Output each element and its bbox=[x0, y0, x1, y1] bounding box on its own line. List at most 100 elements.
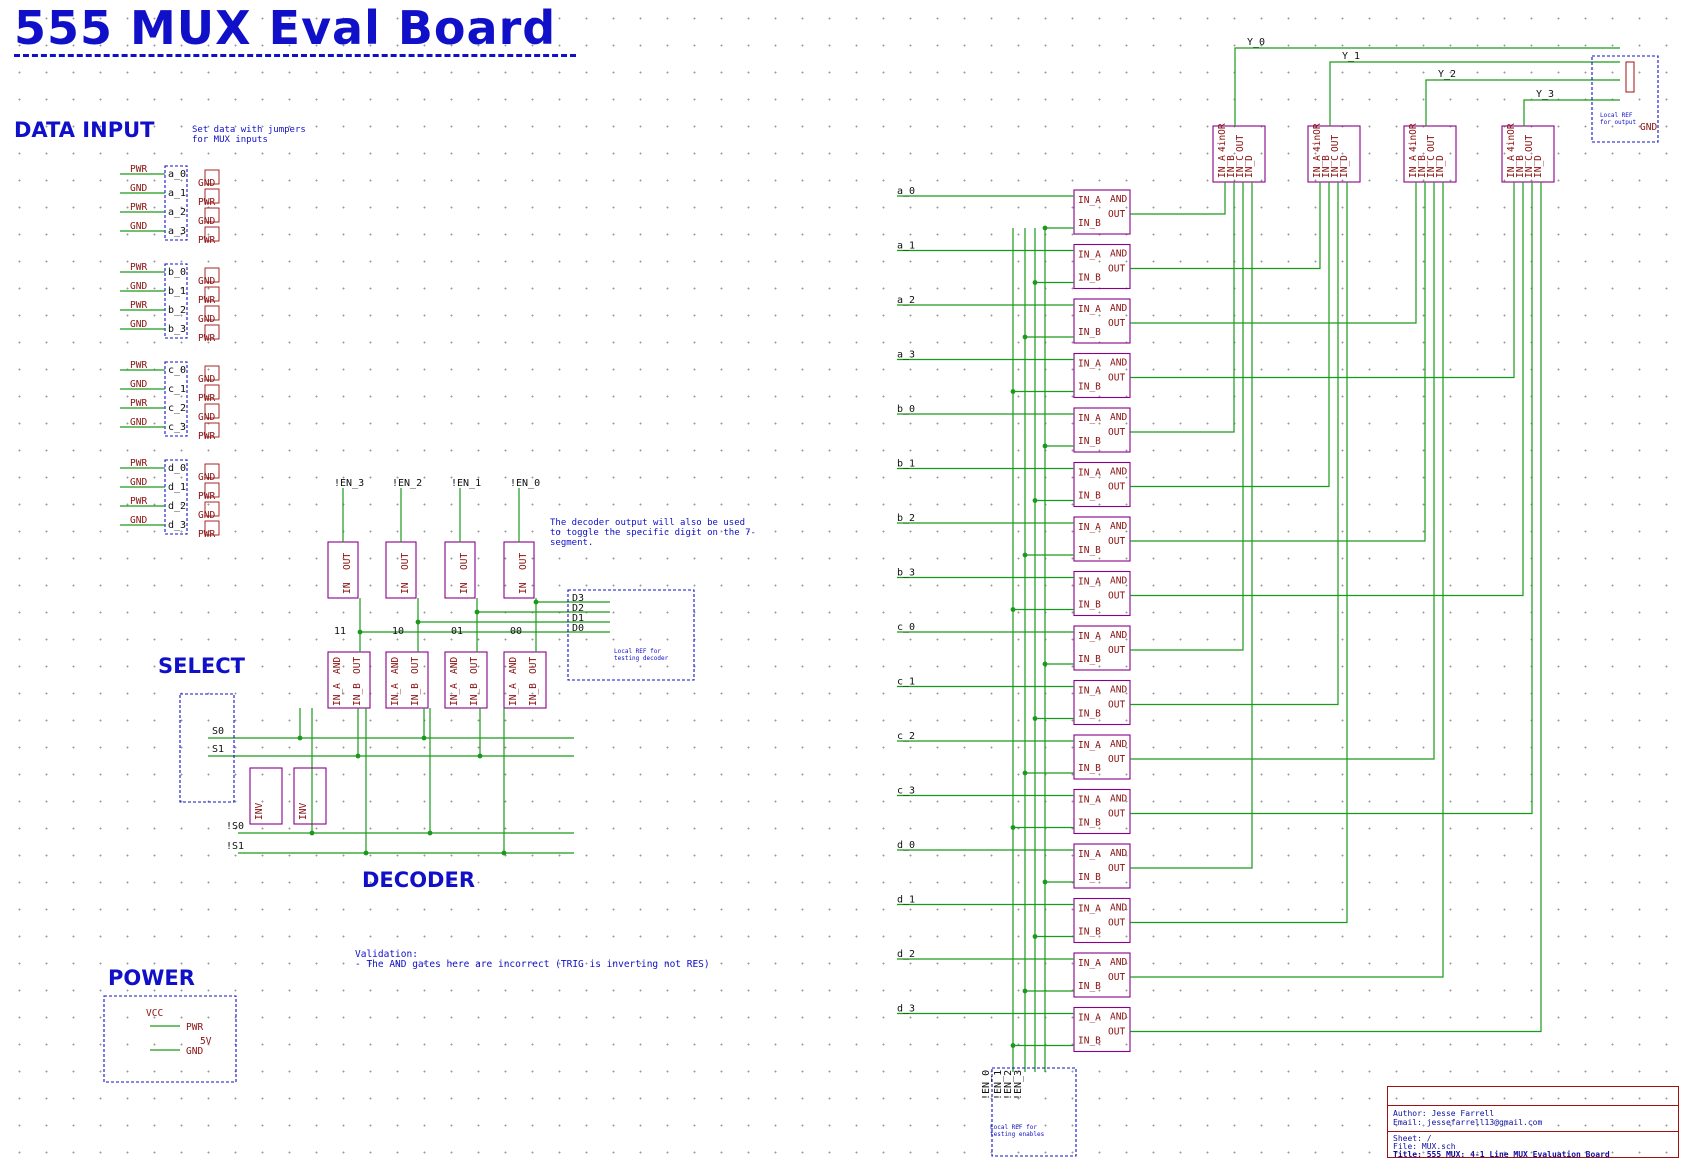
or-gate bbox=[1403, 125, 1457, 183]
input-net-label: d_1 bbox=[897, 895, 915, 906]
and-gate-pin-label: IN_A bbox=[1078, 304, 1101, 315]
jumper-header bbox=[204, 422, 220, 438]
data-input-box bbox=[164, 263, 188, 339]
voltage-label: 5V bbox=[200, 1036, 212, 1047]
and-gate-out-label: OUT bbox=[1108, 427, 1125, 438]
and-gate-type-label: AND bbox=[1110, 957, 1127, 968]
and-gate-pin-label: IN_A bbox=[1078, 1013, 1101, 1024]
input-net-label: d_3 bbox=[897, 1004, 915, 1015]
or-gate-pin-label: IN_B bbox=[1226, 155, 1237, 178]
jumper-header bbox=[204, 403, 220, 419]
gnd-label: GND bbox=[1640, 122, 1657, 133]
jumper-note: Set data with jumpers for MUX inputs bbox=[192, 125, 306, 145]
data-input-box bbox=[164, 459, 188, 535]
decoder-out-net-label: D3 bbox=[572, 593, 584, 604]
buffer-out-label: OUT bbox=[400, 553, 411, 570]
decoder-pin-label: IN_B bbox=[528, 683, 539, 706]
jumper-pin-label: PWR bbox=[130, 300, 147, 311]
or-gate-out-label: OUT bbox=[1524, 135, 1535, 152]
select-inverter-s1 bbox=[293, 767, 327, 825]
decoder-pin-label: IN_A bbox=[390, 683, 401, 706]
jumper-pin-label: PWR bbox=[130, 262, 147, 273]
and-gate-pin-label: IN_B bbox=[1078, 436, 1101, 447]
and-gate-pin-label: IN_B bbox=[1078, 763, 1101, 774]
jumper-header bbox=[204, 305, 220, 321]
data-net-label: a_0 bbox=[168, 169, 186, 180]
or-gate-type-label: 4inOR bbox=[1312, 123, 1323, 152]
decoder-and-label: AND bbox=[332, 657, 343, 674]
and-gate-type-label: AND bbox=[1110, 685, 1127, 696]
jumper-pin-label: PWR bbox=[130, 458, 147, 469]
decoder-test-box bbox=[567, 589, 695, 681]
data-net-label: d_3 bbox=[168, 520, 186, 531]
and-gate-pin-label: IN_B bbox=[1078, 927, 1101, 938]
or-gate-type-label: 4inOR bbox=[1217, 123, 1228, 152]
junction-dot bbox=[474, 609, 480, 615]
and-gate-type-label: AND bbox=[1110, 412, 1127, 423]
data-net-label: d_2 bbox=[168, 501, 186, 512]
decoder-enable-label: !EN_2 bbox=[392, 478, 422, 489]
or-output-wire bbox=[1523, 99, 1620, 126]
input-net-label: c_2 bbox=[897, 731, 915, 742]
decoder-enable-label: !EN_0 bbox=[510, 478, 540, 489]
junction-dot bbox=[297, 735, 303, 741]
jumper-pin-label: PWR bbox=[198, 431, 215, 442]
jumper-pin-label: GND bbox=[130, 515, 147, 526]
power-box bbox=[103, 995, 237, 1083]
and-gate bbox=[1073, 407, 1131, 453]
title-block: Author: Jesse Farrell Email: jessefarrel… bbox=[1387, 1086, 1679, 1159]
jumper-header bbox=[204, 286, 220, 302]
and-output-wire bbox=[1130, 182, 1330, 488]
decoder-and-gate bbox=[385, 651, 429, 709]
and-output-wire bbox=[1130, 182, 1321, 270]
or-gate-pin-label: IN_C bbox=[1426, 155, 1437, 178]
decoder-and-gate bbox=[444, 651, 488, 709]
or-gate bbox=[1501, 125, 1555, 183]
and-gate-pin-label: IN_A bbox=[1078, 468, 1101, 479]
or-gate bbox=[1307, 125, 1361, 183]
and-gate-pin-label: IN_A bbox=[1078, 359, 1101, 370]
junction-dot bbox=[477, 753, 483, 759]
decoder-in-label: 00 bbox=[510, 626, 522, 637]
or-gate-out-label: OUT bbox=[1235, 135, 1246, 152]
output-net-label: Y_3 bbox=[1536, 89, 1554, 100]
data-input-heading: DATA INPUT bbox=[14, 118, 155, 142]
jumper-pin-label: PWR bbox=[198, 235, 215, 246]
and-gate-pin-label: IN_A bbox=[1078, 631, 1101, 642]
title-block-title: Title: 555 MUX: 4-1 Line MUX Evaluation … bbox=[1393, 1150, 1610, 1159]
or-gate bbox=[1212, 125, 1266, 183]
buffer-in-label: IN bbox=[342, 582, 353, 594]
data-net-label: d_0 bbox=[168, 463, 186, 474]
or-gate-type-label: 4inOR bbox=[1506, 123, 1517, 152]
input-net-label: b_0 bbox=[897, 404, 915, 415]
and-gate bbox=[1073, 625, 1131, 671]
inverter-label: INV bbox=[254, 803, 265, 820]
enable-test-box bbox=[991, 1067, 1077, 1157]
and-gate-out-label: OUT bbox=[1108, 1027, 1125, 1038]
and-output-wire bbox=[1130, 182, 1226, 215]
or-gate-type-label: 4inOR bbox=[1408, 123, 1419, 152]
and-gate bbox=[1073, 679, 1131, 726]
decoder-out-label: OUT bbox=[352, 657, 363, 674]
and-gate-pin-label: IN_A bbox=[1078, 958, 1101, 969]
jumper-pin-label: PWR bbox=[130, 202, 147, 213]
decoder-pin-label: IN_A bbox=[508, 683, 519, 706]
junction-dot bbox=[357, 629, 363, 635]
and-gate-pin-label: IN_A bbox=[1078, 250, 1101, 261]
and-gate-out-label: OUT bbox=[1108, 809, 1125, 820]
and-output-wire bbox=[1130, 182, 1244, 651]
decoder-out-label: OUT bbox=[410, 657, 421, 674]
or-gate-pin-label: IN_D bbox=[1533, 155, 1544, 178]
and-gate-type-label: AND bbox=[1110, 521, 1127, 532]
jumper-header bbox=[204, 365, 220, 381]
and-gate-pin-label: IN_A bbox=[1078, 577, 1101, 588]
jumper-pin-label: GND bbox=[130, 319, 147, 330]
validation-note: Validation: - The AND gates here are inc… bbox=[355, 949, 710, 970]
or-output-wire bbox=[1425, 79, 1620, 126]
gnd-label: GND bbox=[186, 1046, 203, 1057]
and-gate bbox=[1073, 570, 1131, 617]
data-net-label: a_3 bbox=[168, 226, 186, 237]
junction-dot bbox=[421, 735, 427, 741]
and-gate-pin-label: IN_B bbox=[1078, 600, 1101, 611]
data-net-label: b_2 bbox=[168, 305, 186, 316]
